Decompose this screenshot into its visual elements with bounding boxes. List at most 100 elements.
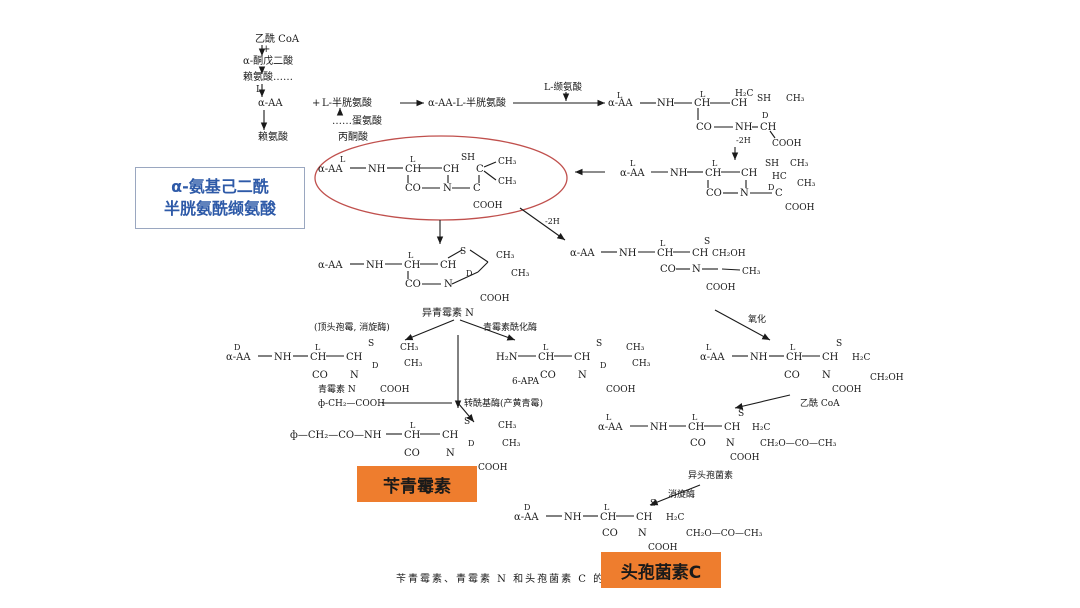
arrow <box>735 395 790 408</box>
tripeptide-callout: α-氨基己二酰 半胱氨酰缬氨酸 <box>135 167 305 229</box>
svg-text:NH: NH <box>619 248 637 259</box>
svg-text:COOH: COOH <box>706 283 736 293</box>
svg-text:COOH: COOH <box>478 463 508 473</box>
svg-text:异青霉素 N: 异青霉素 N <box>422 306 474 319</box>
svg-text:S: S <box>596 339 602 349</box>
svg-text:CH: CH <box>692 248 709 259</box>
svg-text:S: S <box>704 237 710 247</box>
svg-text:青霉素 N: 青霉素 N <box>318 383 356 395</box>
svg-text:CH: CH <box>346 352 363 363</box>
svg-text:L: L <box>790 343 796 352</box>
svg-text:L: L <box>408 251 414 260</box>
svg-text:L: L <box>706 343 712 352</box>
svg-text:CH₃: CH₃ <box>626 343 645 353</box>
svg-text:L: L <box>617 91 623 100</box>
svg-text:(顶头孢霉, 消旋酶): (顶头孢霉, 消旋酶) <box>314 321 390 333</box>
svg-text:CH: CH <box>600 512 617 523</box>
svg-text:CH: CH <box>404 430 421 441</box>
svg-text:CH₃: CH₃ <box>400 343 419 353</box>
svg-text:N: N <box>822 370 831 381</box>
svg-text:CH: CH <box>440 260 457 271</box>
plus-sign-2: + <box>312 98 320 109</box>
svg-text:C: C <box>473 183 481 194</box>
svg-text:H₂C: H₂C <box>852 353 870 363</box>
svg-text:N: N <box>443 183 452 194</box>
svg-text:NH: NH <box>750 352 768 363</box>
svg-text:L: L <box>410 155 416 164</box>
svg-text:SH: SH <box>757 94 771 104</box>
lysine-label: 赖氨酸 <box>258 130 288 143</box>
svg-text:S: S <box>836 339 842 349</box>
svg-text:6-APA: 6-APA <box>512 377 539 387</box>
svg-text:CO: CO <box>405 183 421 194</box>
svg-text:SH: SH <box>461 153 475 163</box>
svg-text:N: N <box>444 279 453 290</box>
arrow <box>405 320 454 340</box>
svg-text:CO: CO <box>602 528 618 539</box>
svg-text:ф—CH₂—CO—NH: ф—CH₂—CO—NH <box>290 430 382 441</box>
svg-text:L: L <box>606 413 612 422</box>
svg-text:D: D <box>372 361 378 370</box>
svg-text:COOH: COOH <box>832 385 862 395</box>
deacetylcephalosporin: α-AA L NH CH L CH S H₂C CO N CH₂OH COOH … <box>700 339 904 409</box>
six-apa: H₂N CH L CH S CH₃ CH₃ D CO N COOH 6-APA <box>496 339 651 395</box>
svg-text:L: L <box>712 159 718 168</box>
homocitrate-label: 赖氨酸…… <box>243 70 293 83</box>
svg-text:CO: CO <box>405 279 421 290</box>
svg-text:NH: NH <box>650 422 668 433</box>
benzylpenicillin: ф—CH₂—CO—NH CH L CH S CH₃ CH₃ D CO N COO… <box>290 417 521 473</box>
svg-text:L: L <box>315 343 321 352</box>
svg-text:CO: CO <box>660 264 676 275</box>
svg-text:S: S <box>738 409 744 419</box>
svg-text:-2H: -2H <box>545 217 560 226</box>
l-mark: L <box>256 85 262 95</box>
svg-text:D: D <box>600 361 606 370</box>
tripeptide-mid-right: α-AA L NH CH L CH SH CH₃ HC CH₃ D CO N C… <box>575 159 816 213</box>
svg-text:COOH: COOH <box>380 385 410 395</box>
svg-text:S: S <box>650 499 656 509</box>
aa-cys-label: α-AA-L-半胱氨酸 <box>428 96 506 109</box>
svg-text:CH₃: CH₃ <box>498 177 517 187</box>
svg-text:H₂N: H₂N <box>496 352 518 363</box>
svg-text:COOH: COOH <box>606 385 636 395</box>
svg-text:α-AA: α-AA <box>514 512 539 523</box>
svg-text:NH: NH <box>368 164 386 175</box>
svg-text:α-AA: α-AA <box>700 352 725 363</box>
benzylpenicillin-callout: 苄青霉素 <box>357 466 477 502</box>
cephalosporin-c: α-AA D NH CH L CH S H₂C CO N CH₂O—CO—CH₃… <box>514 499 763 553</box>
svg-text:消旋酶: 消旋酶 <box>668 488 695 500</box>
svg-text:CO: CO <box>706 188 722 199</box>
plus-sign: + <box>262 44 270 55</box>
svg-text:C: C <box>775 188 783 199</box>
svg-text:CH: CH <box>442 430 459 441</box>
highlighted-tripeptide: α-AA L NH CH L CH SH C CH₃ CH₃ CO N C CO… <box>315 136 567 244</box>
svg-text:L: L <box>700 90 706 99</box>
svg-text:SH: SH <box>765 159 779 169</box>
svg-text:S: S <box>460 247 466 257</box>
svg-text:CH₂OH: CH₂OH <box>712 249 746 259</box>
svg-text:CH₃: CH₃ <box>498 157 517 167</box>
svg-text:CH: CH <box>310 352 327 363</box>
svg-text:L: L <box>660 239 666 248</box>
svg-text:ф-CH₂—COOH: ф-CH₂—COOH <box>318 399 385 409</box>
svg-text:NH: NH <box>564 512 582 523</box>
svg-text:异头孢菌素: 异头孢菌素 <box>688 469 733 481</box>
svg-text:L: L <box>410 421 416 430</box>
svg-text:CH: CH <box>760 122 777 133</box>
svg-text:NH: NH <box>670 168 688 179</box>
svg-text:L: L <box>604 503 610 512</box>
svg-text:CH₃: CH₃ <box>496 251 515 261</box>
svg-text:α-AA: α-AA <box>620 168 645 179</box>
svg-text:CH₂O—CO—CH₃: CH₂O—CO—CH₃ <box>686 529 763 539</box>
svg-text:N: N <box>740 188 749 199</box>
svg-text:CH: CH <box>786 352 803 363</box>
svg-text:CO: CO <box>312 370 328 381</box>
svg-text:COOH: COOH <box>785 203 815 213</box>
ketoglutarate-label: α-酮戊二酸 <box>243 54 293 67</box>
svg-text:S: S <box>368 339 374 349</box>
svg-text:L: L <box>340 155 346 164</box>
svg-text:CH₃: CH₃ <box>632 359 651 369</box>
svg-text:COOH: COOH <box>473 201 503 211</box>
svg-text:S: S <box>464 417 470 427</box>
